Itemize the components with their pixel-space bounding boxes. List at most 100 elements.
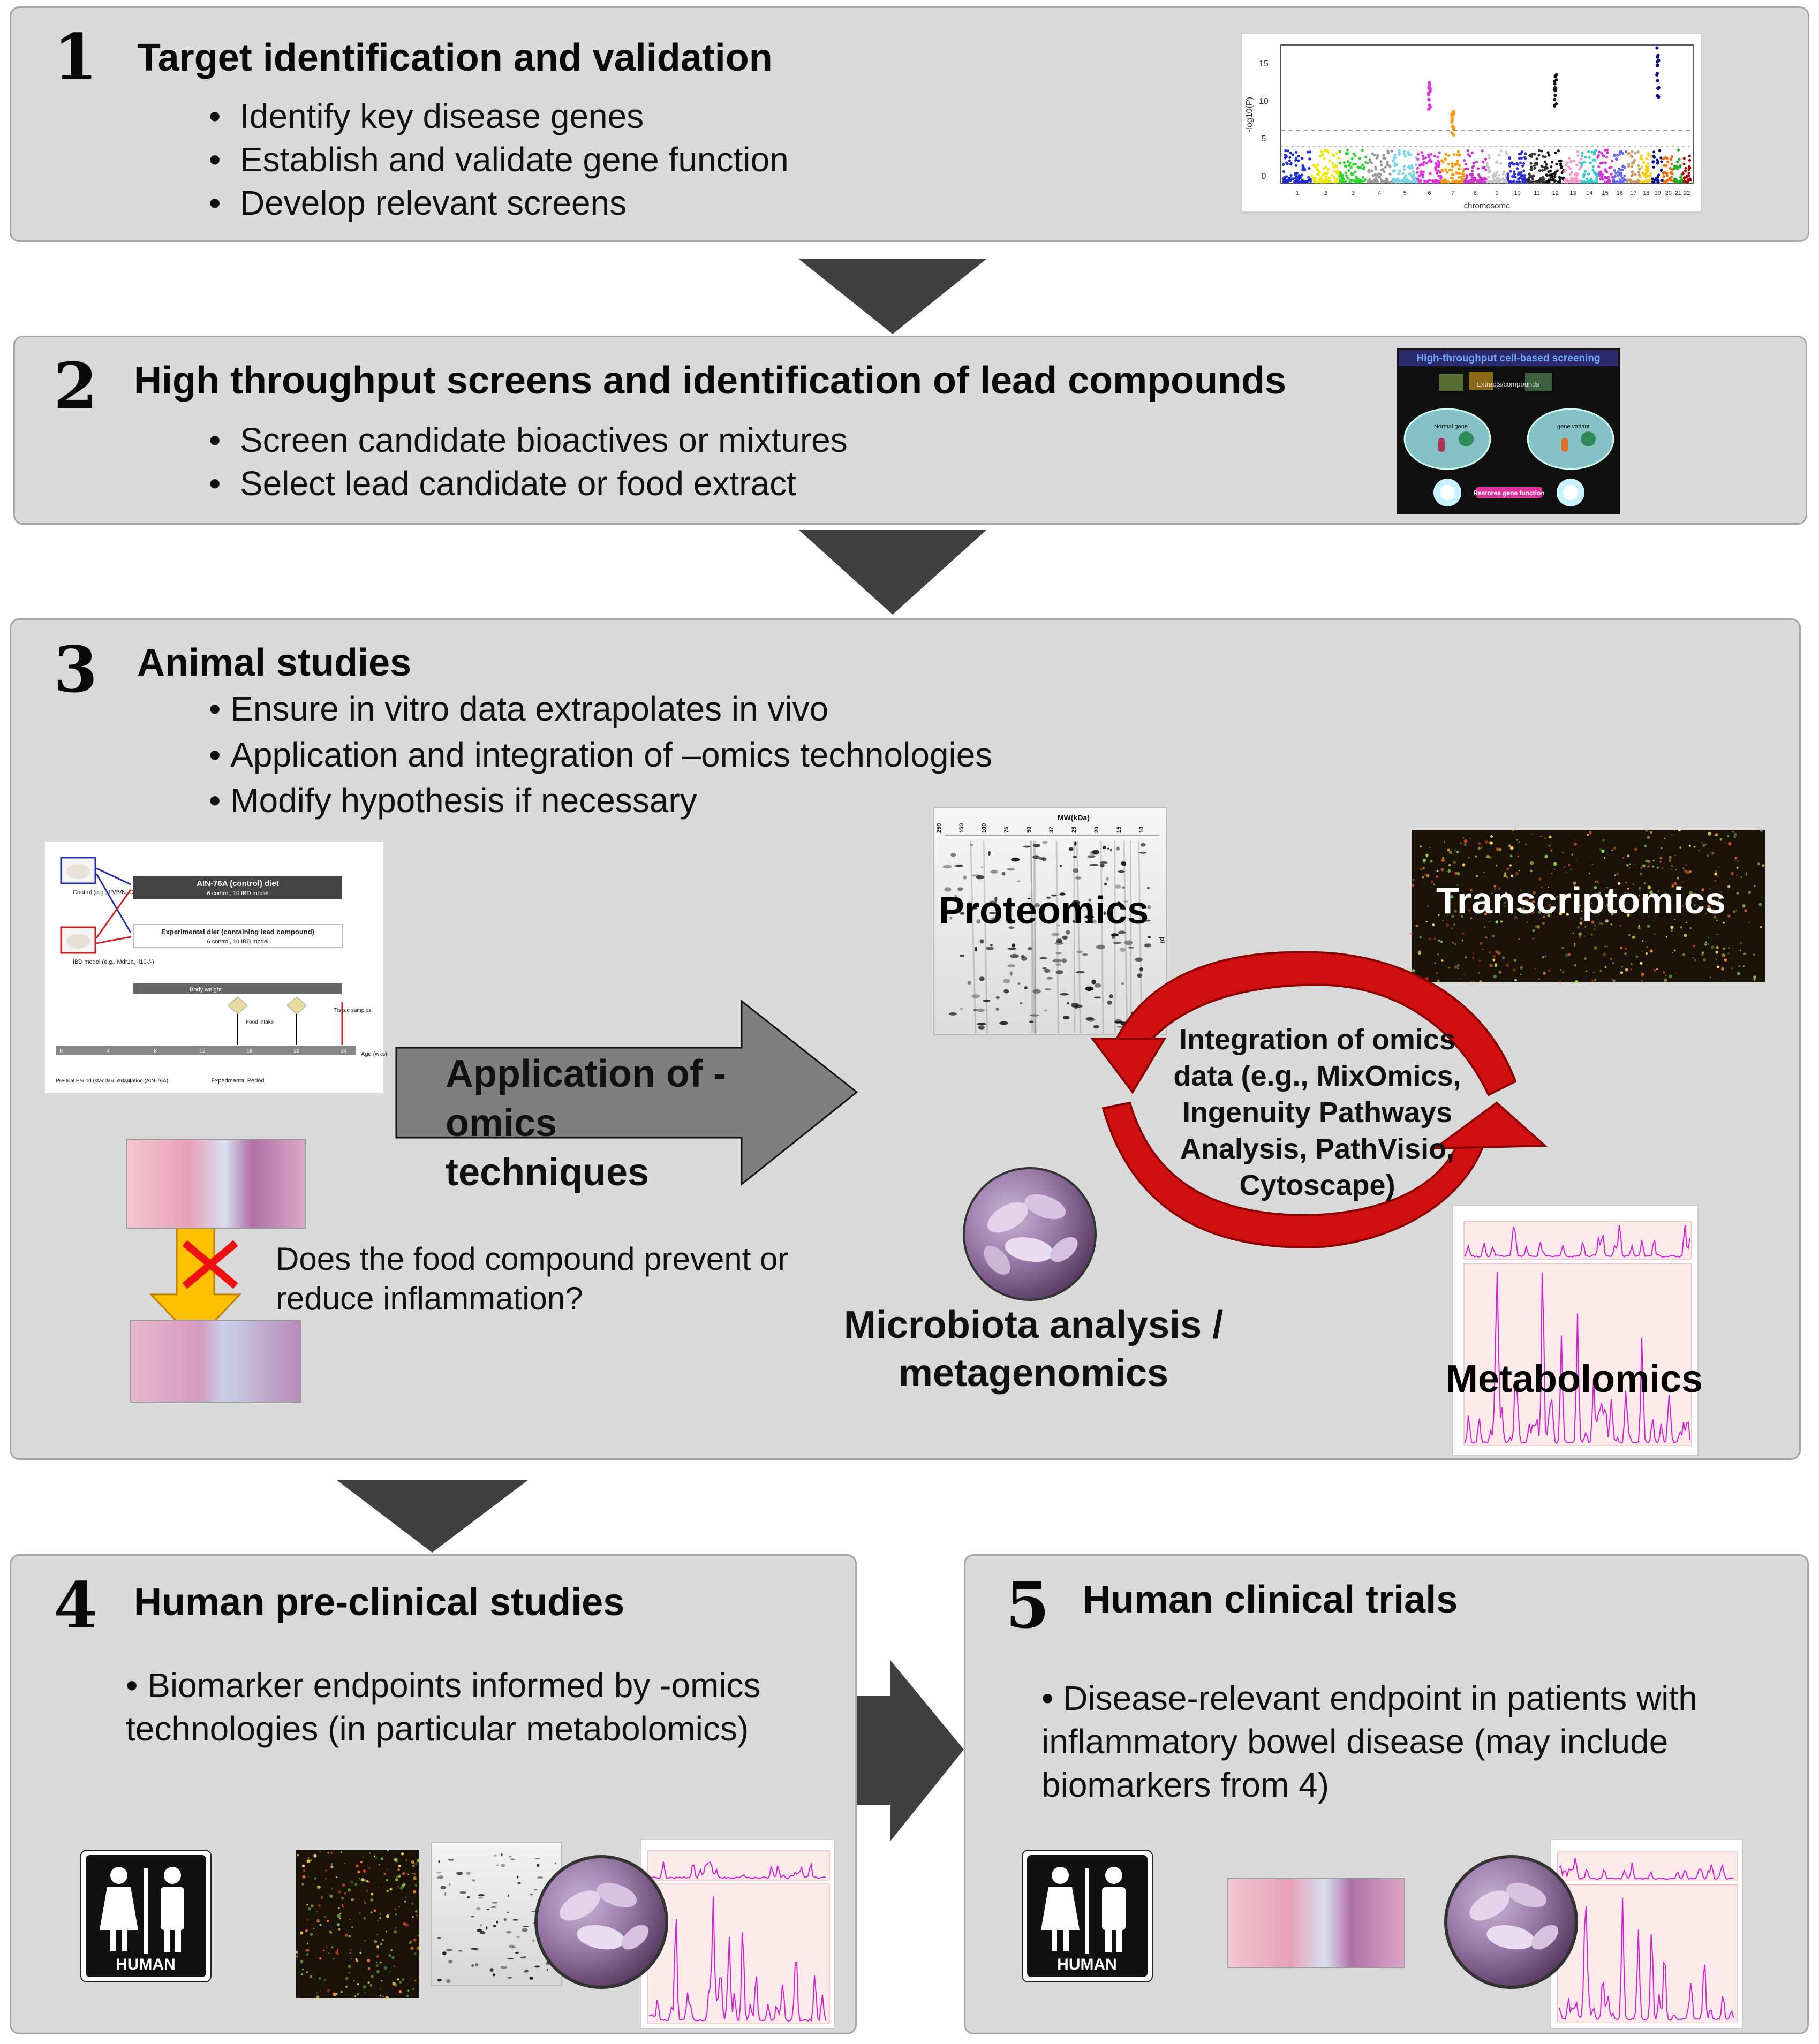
microarray-spot [302,1864,305,1867]
microarray-spot [327,1988,330,1993]
microarray-spot [1635,955,1639,958]
snp-point [1515,167,1519,170]
snp-point [1317,164,1320,167]
snp-point [1368,169,1371,172]
microarray-spot [1611,849,1613,852]
snp-point [1592,151,1596,154]
snp-point [1451,173,1454,176]
protein-spot [444,1892,447,1896]
microarray-spot [1454,872,1458,875]
snp-point [1403,168,1406,171]
snp-point [1324,178,1327,181]
bacterium [1024,1194,1066,1220]
timeline-tick: 12 [199,1048,206,1054]
microarray-spot [366,1889,368,1892]
snp-point [1544,155,1547,158]
protein-spot [509,1944,515,1948]
microarray-spot [1520,966,1523,970]
microarray-spot [1605,906,1606,908]
microarray-spot [1497,887,1501,891]
microarray-spot [1554,868,1556,870]
protein-spot [1138,852,1147,854]
microarray-spot [1556,896,1559,899]
bacterium [984,1245,1010,1275]
microarray-spot [1595,880,1597,883]
snp-point [1597,165,1601,169]
snp-peak-point [1554,86,1558,90]
x-tick: 22 [1684,190,1690,196]
microarray-spot [1746,872,1747,874]
microarray-spot [1638,887,1641,890]
microarray-spot [1433,937,1436,940]
microarray-spot [1722,953,1726,957]
microarray-spot [417,1946,421,1950]
snp-point [1428,155,1431,158]
gel-streak [1076,840,1082,1034]
snp-point [1458,154,1461,157]
protein-spot [477,1928,482,1932]
protein-spot [975,947,978,951]
timeline-tick: 4 [107,1048,110,1054]
microarray-spot [1489,951,1491,953]
microarray-spot [416,1914,418,1917]
microarray-spot [1641,950,1643,952]
microarray-spot [307,1943,309,1945]
snp-point [1372,180,1376,183]
microarray-spot [1744,909,1747,912]
snp-point [1386,180,1390,184]
microarray-spot [1478,959,1481,962]
microarray-spot [1506,876,1508,879]
snp-point [1596,176,1599,179]
snp-point [1601,161,1604,164]
microarray-spot [1642,898,1645,901]
snp-point [1506,153,1509,156]
snp-point [1673,166,1677,170]
microarray-spot [1543,972,1546,975]
snp-point [1491,174,1495,178]
snp-point [1410,164,1413,167]
microarray-spot [1540,894,1542,896]
snp-point [1309,150,1312,154]
microarray-spot [1491,892,1493,895]
microarray-spot [1707,854,1709,857]
microarray-spot [308,1876,310,1878]
microarray-spot [1448,864,1451,867]
snp-point [1412,173,1415,177]
microarray-spot [1693,845,1696,848]
snp-point [1519,161,1522,164]
microarray-spot [326,1946,328,1948]
microarray-spot [1459,977,1461,979]
snp-point [1430,160,1433,163]
microarray-spot [1573,842,1578,846]
snp-point [1518,180,1521,184]
microarray-spot [1597,905,1600,908]
microarray-spot [376,1962,378,1963]
microarray-spot [403,1922,406,1926]
protein-spot [511,1946,516,1948]
microarray-spot [1681,886,1683,888]
snp-point [1350,157,1354,160]
snp-point [1523,178,1526,181]
microarray-spot [329,1894,333,1898]
integration-text: Integration of omics data (e.g., MixOmic… [1173,1024,1461,1201]
snp-peak-point [1427,86,1431,90]
protein-spot [1059,865,1062,867]
microarray-spot [1412,884,1415,887]
snp-point [1660,168,1663,171]
microarray-spot [1475,905,1478,909]
protein-spot [478,1897,484,1899]
microarray-spot [1620,946,1623,949]
microarray-spot [1436,972,1438,974]
microarray-spot [1685,864,1687,866]
microarray-spot [1489,921,1491,922]
protein-spot [547,1969,548,1971]
microarray-spot [1591,979,1595,983]
protein-spot [1116,846,1120,851]
bullet-item: • Ensure in vitro data extrapolates in v… [209,690,829,728]
microarray-spot [1723,947,1726,950]
microarray-spot [311,1904,314,1907]
snp-point [1631,170,1634,173]
snp-point [1349,166,1353,169]
snp-point [1377,172,1380,176]
time-axis [56,1046,356,1055]
